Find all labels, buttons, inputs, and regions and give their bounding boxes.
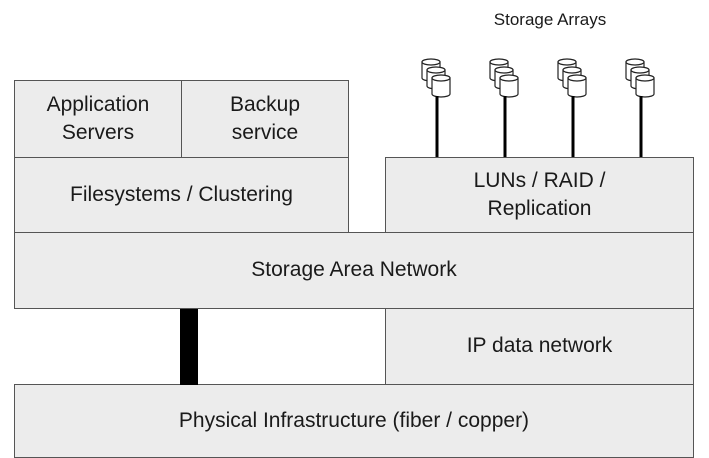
physical-infrastructure-box: Physical Infrastructure (fiber / copper) [14,384,694,458]
storage-array-icon [625,58,655,98]
luns-raid-replication-box: LUNs / RAID / Replication [385,157,694,233]
backup-service-box: Backup service [181,80,349,158]
ip-data-network-box: IP data network [385,308,694,385]
application-servers-label: Application Servers [46,92,150,144]
filesystems-clustering-label: Filesystems / Clustering [70,182,293,206]
storage-area-network-box: Storage Area Network [14,232,694,309]
storage-arrays-label: Storage Arrays [493,10,607,29]
luns-raid-replication-label: LUNs / RAID / Replication [473,168,606,220]
storage-area-network-label: Storage Area Network [251,258,457,282]
physical-infrastructure-label: Physical Infrastructure (fiber / copper) [178,408,530,432]
ip-data-network-label: IP data network [466,334,613,358]
filesystems-clustering-box: Filesystems / Clustering [14,157,349,233]
backup-service-label: Backup service [229,92,301,144]
storage-array-icon [557,58,587,98]
storage-arrays-group [421,58,655,157]
application-servers-box: Application Servers [14,80,182,158]
storage-array-icon [489,58,519,98]
san-physical-link [180,309,198,385]
storage-array-icon [421,58,451,98]
